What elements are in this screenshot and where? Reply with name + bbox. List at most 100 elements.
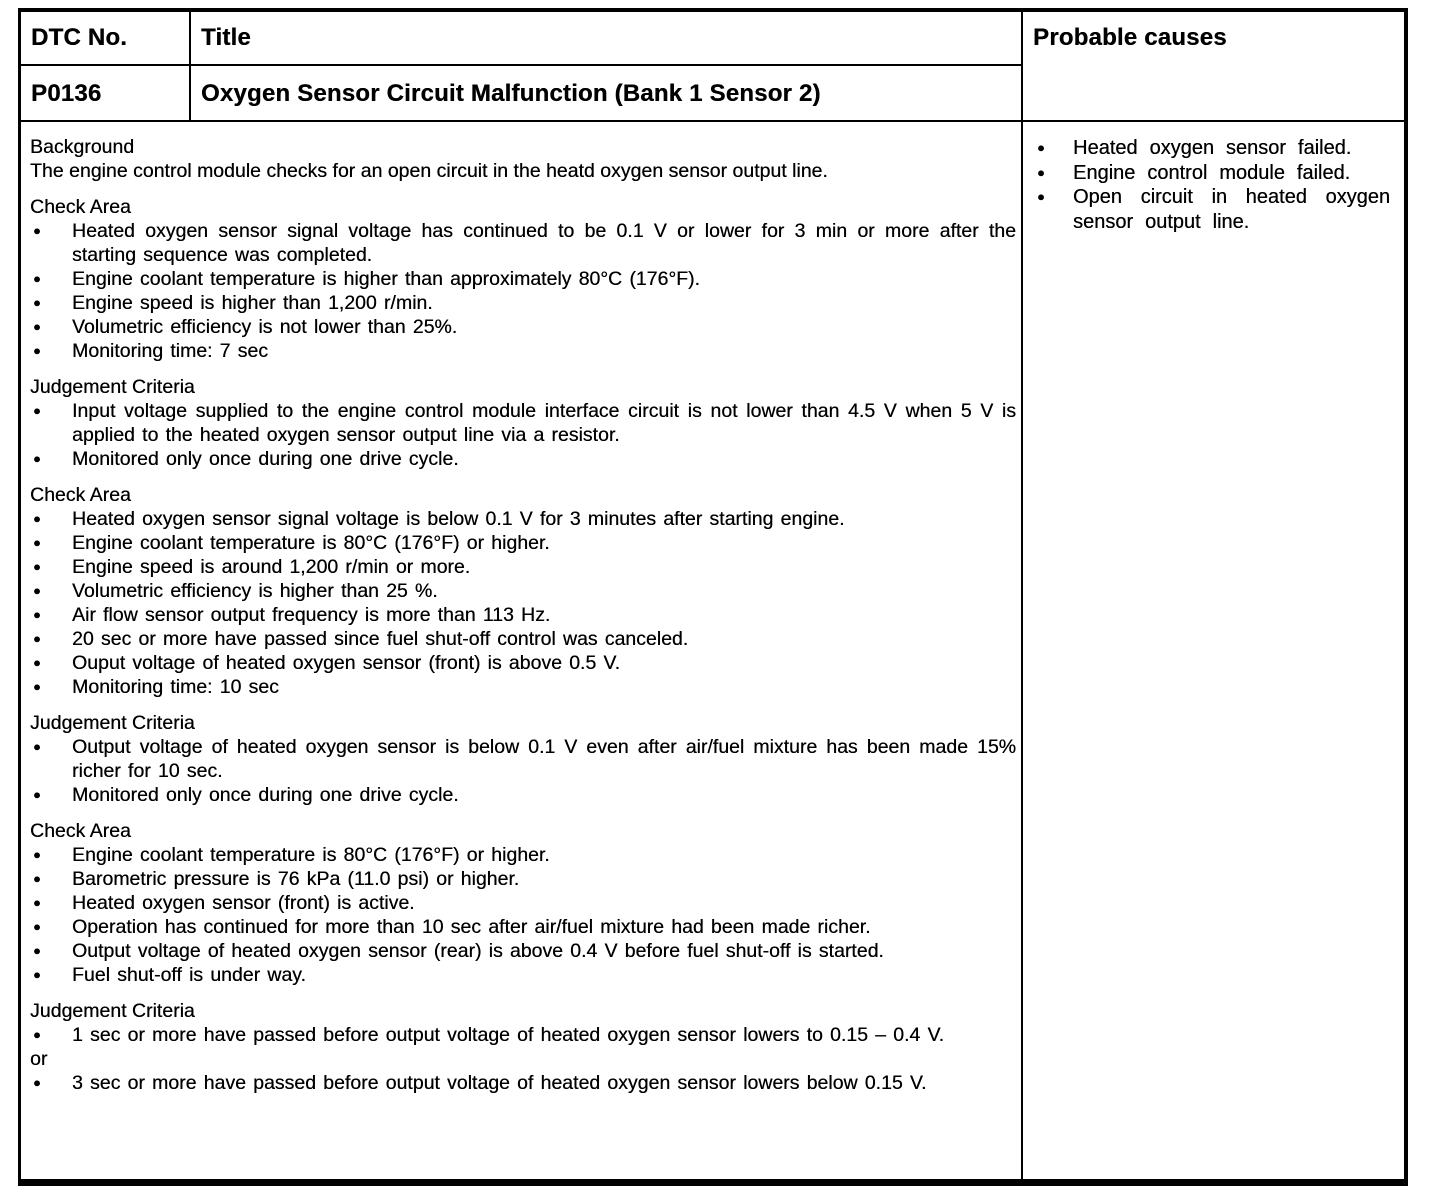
section-bullet-text: Engine coolant temperature is 80°C (176°… [72, 844, 550, 866]
section-bullet-item: ● Output voltage of heated oxygen sensor … [30, 939, 1016, 963]
bullet-icon: ● [33, 1027, 41, 1042]
probable-cause-item: ● Engine control module failed. [1023, 161, 1390, 186]
section-bullet-item: ● Engine coolant temperature is 80°C (176… [30, 843, 1016, 867]
section-bullet-item: ●20 sec or more have passed since fuel s… [30, 627, 1016, 651]
bullet-icon: ● [33, 295, 41, 310]
section-bullet-item: ●Volumetric efficiency is not lower than… [30, 315, 1016, 339]
section-bullet-item: ● Engine speed is higher than 1,200 r/min… [30, 291, 1016, 315]
bullet-icon: ● [33, 451, 41, 466]
bullet-icon: ● [33, 631, 41, 646]
section-bullet-item: ● Monitored only once during one drive cy… [30, 447, 1016, 471]
bullet-icon: ● [33, 919, 41, 934]
bullet-icon: ● [33, 1075, 41, 1090]
section: Judgement Criteria ● Input voltage supplie… [30, 375, 1016, 471]
section-bullet-text: Engine coolant temperature is 80°C (176°… [72, 532, 550, 554]
bullet-icon: ● [33, 787, 41, 802]
column-header-dtc-no: DTC No. [21, 12, 191, 66]
section-bullet-item: ● Monitoring time: 7 sec [30, 339, 1016, 363]
bullet-icon: ● [33, 943, 41, 958]
section-bullet-text: 3 sec or more have passed before output … [72, 1072, 927, 1094]
section-bullet-text: Monitoring time: 10 sec [72, 676, 279, 698]
section-bullet-item: ● 3 sec or more have passed before output… [30, 1071, 1016, 1095]
section-bullet-text: Heated oxygen sensor signal voltage is b… [72, 508, 845, 530]
section-bullet-text: Output voltage of heated oxygen sensor (… [72, 940, 884, 962]
bullet-icon: ● [1037, 164, 1045, 180]
bullet-icon: ● [33, 403, 41, 418]
section-plain-text: The engine control module checks for an … [30, 160, 828, 182]
probable-cause-item: ● Open circuit in heated oxygen sensor ou… [1023, 185, 1390, 234]
section-bullet-item: ●Volumetric efficiency is higher than 25… [30, 579, 1016, 603]
section-bullet-text: Output voltage of heated oxygen sensor i… [72, 736, 1016, 782]
section-bullet-text: Heated oxygen sensor (front) is active. [72, 892, 415, 914]
section-bullet-item: ● Fuel shut-off is under way. [30, 963, 1016, 987]
bullet-icon: ● [33, 535, 41, 550]
bullet-icon: ● [33, 343, 41, 358]
section-bullet-item: ● Monitoring time: 10 sec [30, 675, 1016, 699]
bullet-icon: ● [33, 559, 41, 574]
section-bullet-text: Operation has continued for more than 10… [72, 916, 871, 938]
section-bullet-text: Barometric pressure is 76 kPa (11.0 psi)… [72, 868, 520, 890]
section-bullet-text: Monitoring time: 7 sec [72, 340, 269, 362]
section-bullet-item: ● Input voltage supplied to the engine co… [30, 399, 1016, 447]
probable-causes-list: ● Heated oxygen sensor failed. ● Engine con… [1021, 122, 1404, 1179]
probable-cause-text: Open circuit in heated oxygen sensor out… [1073, 186, 1390, 233]
probable-cause-text: Heated oxygen sensor failed. [1073, 137, 1352, 159]
section-bullet-text: Monitored only once during one drive cyc… [72, 784, 459, 806]
section-heading: Judgement Criteria [30, 712, 195, 734]
section-bullet-item: ● Engine coolant temperature is higher th… [30, 267, 1016, 291]
section-bullet-item: ●Engine speed is around 1,200 r/min or m… [30, 555, 1016, 579]
bullet-icon: ● [33, 655, 41, 670]
bullet-icon: ● [33, 739, 41, 754]
section: Check Area●Heated oxygen sensor signal v… [30, 195, 1016, 363]
section-heading: Background [30, 136, 135, 158]
bullet-icon: ● [33, 607, 41, 622]
probable-cause-text: Engine control module failed. [1073, 161, 1351, 184]
section: Judgement Criteria ● Output voltage of hea… [30, 711, 1016, 807]
bullet-icon: ● [33, 679, 41, 694]
section-bullet-text: Input voltage supplied to the engine con… [72, 400, 1016, 446]
section-plain-text: or [30, 1048, 48, 1070]
section-heading: Check Area [30, 484, 131, 506]
bullet-icon: ● [1037, 189, 1045, 204]
section-bullet-item: ● Barometric pressure is 76 kPa (11.0 psi… [30, 867, 1016, 891]
section-bullet-item: ● Heated oxygen sensor (front) is active. [30, 891, 1016, 915]
section-bullet-text: Fuel shut-off is under way. [72, 964, 306, 986]
section-bullet-item: ● Air flow sensor output frequency is mor… [30, 603, 1016, 627]
section-bullet-text: Monitored only once during one drive cyc… [72, 448, 459, 470]
section-bullet-item: ● Operation has continued for more than 1… [30, 915, 1016, 939]
section: Check Area ● Engine coolant temperature is… [30, 819, 1016, 987]
section-bullet-text: Heated oxygen sensor signal voltage has … [72, 220, 1016, 266]
probable-cause-item: ● Heated oxygen sensor failed. [1023, 136, 1390, 161]
bullet-icon: ● [33, 271, 41, 286]
bullet-icon: ● [33, 967, 41, 982]
section: Judgement Criteria ● 1 sec or more have pa… [30, 999, 1016, 1095]
section-bullet-item: ● 1 sec or more have passed before output… [30, 1023, 1016, 1047]
section-heading: Judgement Criteria [30, 1000, 195, 1022]
column-header-title: Title [191, 12, 1021, 66]
section: Check Area●Heated oxygen sensor signal v… [30, 483, 1016, 699]
bullet-icon: ● [33, 895, 41, 910]
section-heading: Judgement Criteria [30, 376, 195, 398]
section-bullet-text: Ouput voltage of heated oxygen sensor (f… [72, 652, 621, 674]
section-bullet-text: Air flow sensor output frequency is more… [72, 604, 551, 626]
section-bullet-item: ●Heated oxygen sensor signal voltage has… [30, 219, 1016, 267]
bullet-icon: ● [1037, 140, 1045, 155]
section-bullet-text: 1 sec or more have passed before output … [72, 1024, 945, 1046]
section-bullet-text: Volumetric efficiency is not lower than … [72, 316, 458, 338]
section-bullet-text: Engine speed is higher than 1,200 r/min. [72, 292, 433, 314]
dtc-title: Oxygen Sensor Circuit Malfunction (Bank … [191, 66, 1021, 122]
bullet-icon: ● [33, 871, 41, 886]
section-bullet-item: ● Monitored only once during one drive cy… [30, 783, 1016, 807]
dtc-code: P0136 [21, 66, 191, 122]
section-heading: Check Area [30, 196, 131, 218]
bullet-icon: ● [33, 847, 41, 862]
column-header-probable-causes: Probable causes [1021, 12, 1404, 122]
section-bullet-item: ●Heated oxygen sensor signal voltage is … [30, 507, 1016, 531]
section-bullet-text: Engine coolant temperature is higher tha… [72, 268, 700, 290]
section-heading: Check Area [30, 820, 131, 842]
section-bullet-item: ● Engine coolant temperature is 80°C (176… [30, 531, 1016, 555]
section-bullet-item: ● Ouput voltage of heated oxygen sensor (… [30, 651, 1016, 675]
